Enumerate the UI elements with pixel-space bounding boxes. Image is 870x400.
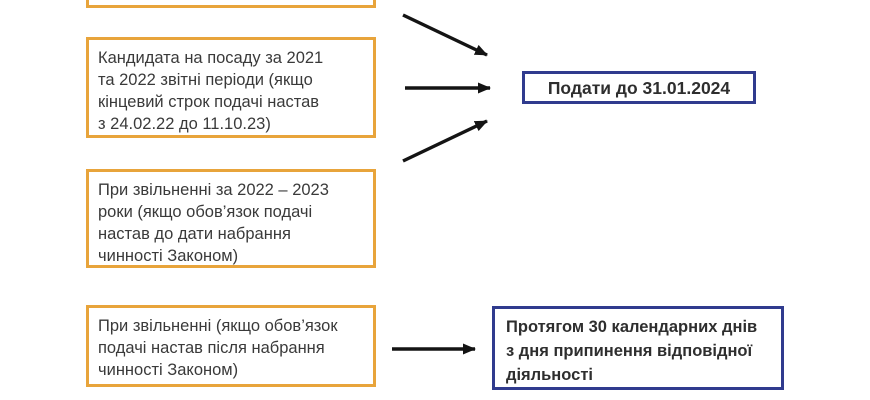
left-box-dismissal-2022-2023: При звільненні за 2022 – 2023 роки (якщо… [86,169,376,268]
box-text-line: діяльності [506,366,593,384]
box-text-line: подачі настав після набрання [98,339,325,357]
box-text-line: Протягом 30 календарних днів [506,318,758,336]
left-box-top-partial [86,0,376,8]
box-text-line: та 2022 звітні періоди (якщо [98,71,313,89]
box-text-line: При звільненні за 2022 – 2023 [98,181,329,199]
box-text-line: кінцевий строк подачі настав [98,93,320,111]
box-text-line: чинності Законом) [98,247,239,265]
box-text-line: настав до дати набрання [98,225,291,243]
right-box-within-30-days: Протягом 30 календарних днів з дня припи… [492,306,784,390]
deadline-text: Подати до 31.01.2024 [547,77,731,98]
arrow-top-partial-to-deadline [402,13,488,57]
box-text-line: При звільненні (якщо обов’язок [98,317,338,335]
left-box-dismissal-after-law: При звільненні (якщо обов’язок подачі на… [86,305,376,387]
arrow-dismissal-2022-2023-to-deadline [402,119,488,163]
box-text-line: з 24.02.22 до 11.10.23) [98,115,271,133]
box-text-line: чинності Законом) [98,361,239,379]
left-box-candidate-periods: Кандидата на посаду за 2021 та 2022 звіт… [86,37,376,138]
box-text-line: роки (якщо обов’язок подачі [98,203,313,221]
right-box-deadline: Подати до 31.01.2024 [522,71,756,104]
box-text-line: Кандидата на посаду за 2021 [98,49,324,67]
box-text-line: з дня припинення відповідної [506,342,753,360]
